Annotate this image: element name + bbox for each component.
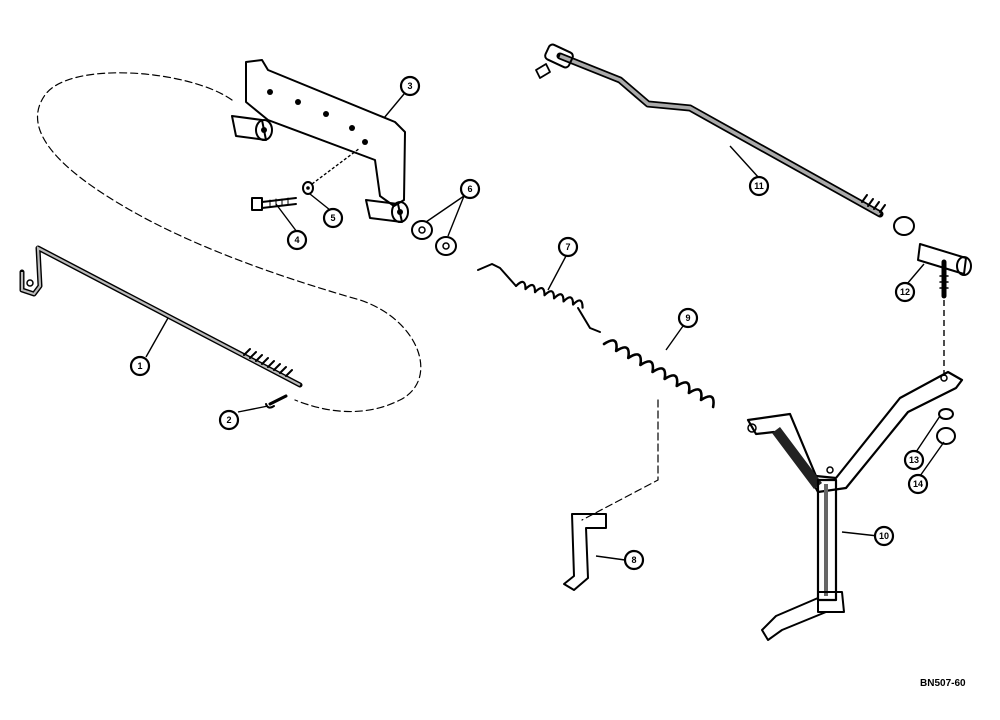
- part-11-nut: [893, 216, 915, 236]
- callout-11: 11: [748, 175, 770, 197]
- callout-4: 4: [286, 229, 308, 251]
- spring-dashed-leader: [581, 399, 659, 521]
- svg-text:2: 2: [226, 415, 231, 425]
- callout-2: 2: [218, 409, 240, 431]
- svg-text:12: 12: [900, 287, 910, 297]
- callout-9: 9: [677, 307, 699, 329]
- callout-6: 6: [459, 178, 481, 200]
- part-5-washer: [302, 181, 314, 195]
- svg-text:3: 3: [407, 81, 412, 91]
- part-1-rod: [19, 245, 303, 388]
- part-9-large-spring: [602, 339, 715, 409]
- callout-3: 3: [399, 75, 421, 97]
- callout-5: 5: [322, 207, 344, 229]
- svg-text:1: 1: [137, 361, 142, 371]
- callout-12: 12: [894, 281, 916, 303]
- part-4-bolt: [251, 197, 297, 211]
- part-14-nut: [936, 427, 956, 445]
- svg-text:5: 5: [330, 213, 335, 223]
- assembly-dashed-loop: [36, 72, 422, 413]
- callout-1: 1: [129, 355, 151, 377]
- part-2-cotter-pin: [265, 394, 288, 409]
- svg-text:10: 10: [879, 531, 889, 541]
- svg-text:14: 14: [913, 479, 923, 489]
- svg-text:7: 7: [565, 242, 570, 252]
- callout-leaders: [145, 93, 945, 561]
- svg-text:8: 8: [631, 555, 636, 565]
- part-11-linkage-rod: [535, 43, 886, 218]
- callout-7: 7: [557, 236, 579, 258]
- part-10-lever: [746, 370, 964, 641]
- part-12-pivot-stud: [917, 243, 972, 299]
- svg-text:9: 9: [685, 313, 690, 323]
- part-13-washer: [938, 408, 954, 420]
- part-3-mounting-bracket: [231, 59, 409, 223]
- svg-text:11: 11: [754, 181, 764, 191]
- callout-13: 13: [903, 449, 925, 471]
- svg-text:13: 13: [909, 455, 919, 465]
- part-8-spring-bracket: [563, 513, 607, 591]
- callout-10: 10: [873, 525, 895, 547]
- callout-8: 8: [623, 549, 645, 571]
- drawing-code: BN507-60: [920, 678, 966, 689]
- svg-text:4: 4: [294, 235, 299, 245]
- svg-text:6: 6: [467, 184, 472, 194]
- part-6-nuts: [411, 220, 457, 256]
- callout-14: 14: [907, 473, 929, 495]
- part-7-small-spring: [477, 263, 601, 333]
